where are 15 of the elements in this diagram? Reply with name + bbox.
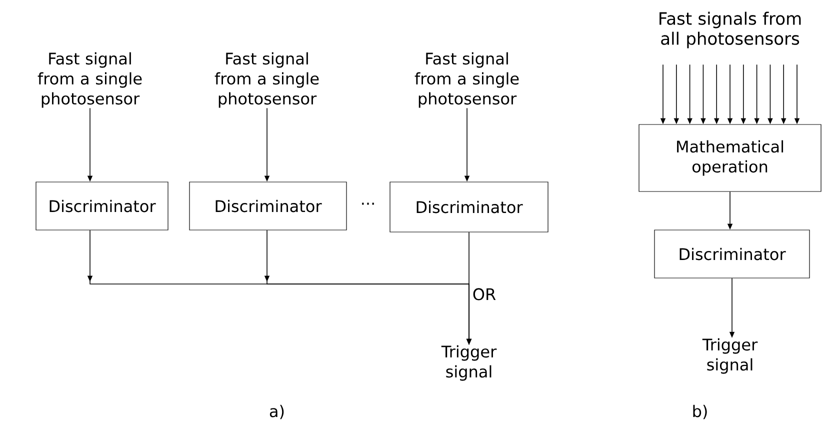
signal-text: Trigger signal (702, 338, 758, 374)
process-box: Discriminator (36, 182, 168, 230)
process-box: Discriminator (189, 182, 347, 230)
panel-label: b) (693, 404, 707, 420)
process-box: Discriminator (654, 230, 810, 278)
process-box: Mathematical operation (638, 124, 822, 192)
signal-text: Fast signal from a single photosensor (414, 52, 519, 108)
signal-text: Fast signal from a single photosensor (214, 52, 319, 108)
edge-label: OR (473, 288, 496, 300)
signal-text: Fast signals from all photosensors (660, 12, 801, 48)
process-box: Discriminator (390, 182, 548, 232)
ellipsis-mark: ··· (362, 202, 374, 205)
signal-text: Fast signal from a single photosensor (38, 52, 142, 108)
signal-text: Trigger signal (441, 345, 497, 381)
panel-label: a) (270, 404, 284, 420)
